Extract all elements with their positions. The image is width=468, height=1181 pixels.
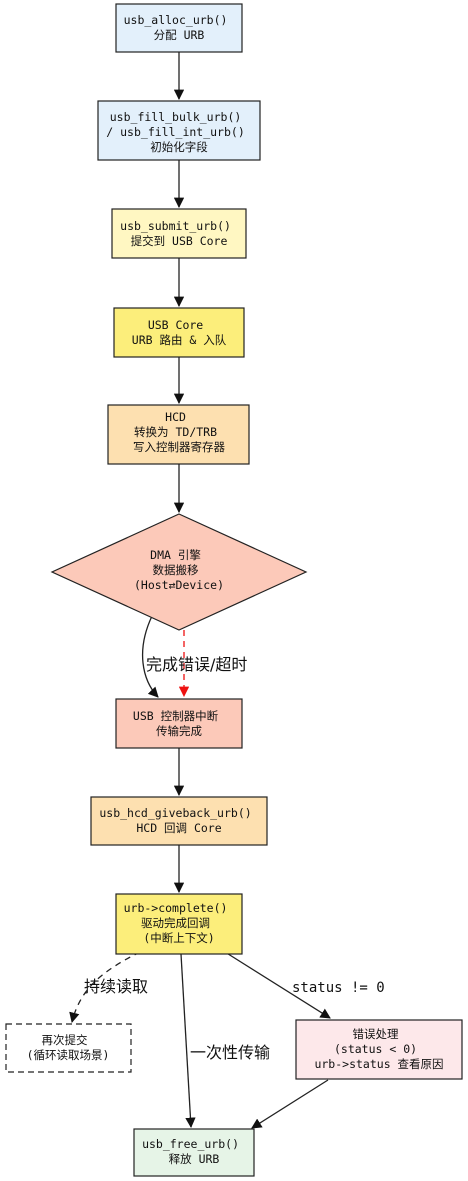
node-box: [115, 698, 243, 749]
node-line: 提交到 USB Core: [131, 234, 228, 248]
node-box: [5, 1023, 132, 1073]
svg-text:usb_free_urb() 释放 URB: usb_free_urb() 释放 URB: [142, 1137, 246, 1166]
node-line: / usb_fill_int_urb(): [106, 125, 244, 139]
node-line: URB 路由 & 入队: [132, 333, 227, 347]
node-line: (status < 0): [334, 1042, 417, 1056]
node-line: 转换为 TD/TRB: [134, 425, 217, 439]
node-line: usb_fill_bulk_urb(): [110, 110, 242, 124]
node-line: (循环读取场景): [27, 1048, 110, 1062]
svg-text:再次提交 (循环读取场景): 再次提交 (循环读取场景): [27, 1033, 110, 1062]
edge-complete-to-free: [180, 953, 196, 1129]
node-line: 写入控制器寄存器: [133, 440, 225, 454]
svg-text:错误处理 (status < 0): 错误处理 (status < 0) urb->status 查看原因: [314, 1027, 443, 1071]
node-resubmit: 再次提交 (循环读取场景): [5, 1023, 132, 1073]
edge-label-continue-read: 持续读取: [84, 977, 148, 996]
node-usb-core: USB Core URB 路由 & 入队: [113, 307, 245, 358]
svg-text:usb_alloc_urb() 分配 URB: usb_alloc_urb() 分配 URB: [124, 13, 235, 42]
node-line: usb_submit_urb(): [120, 219, 231, 233]
edge-dma-to-irq-success: [141, 615, 159, 698]
node-error-handling: 错误处理 (status < 0) urb->status 查看原因: [295, 1019, 463, 1080]
node-line: 释放 URB: [169, 1152, 220, 1166]
node-line: 数据搬移: [153, 563, 199, 577]
node-usb-free-urb: usb_free_urb() 释放 URB: [133, 1128, 255, 1177]
edge-label-one-shot: 一次性传输: [190, 1043, 270, 1062]
node-line: HCD 回调 Core: [136, 821, 221, 835]
node-line: 初始化字段: [150, 140, 208, 154]
node-line: urb->status 查看原因: [314, 1057, 443, 1071]
svg-text:DMA 引擎 数据搬移 (Host⇄: DMA 引擎 数据搬移 (Host⇄Device): [134, 548, 224, 592]
node-usb-hcd-giveback-urb: usb_hcd_giveback_urb() HCD 回调 Core: [90, 796, 268, 846]
edges: [69, 52, 331, 1129]
node-line: USB 控制器中断: [133, 709, 219, 723]
node-line: 错误处理: [353, 1027, 399, 1041]
node-usb-controller-interrupt: USB 控制器中断 传输完成: [115, 698, 243, 749]
svg-text:usb_fill_bulk_urb() / us: usb_fill_bulk_urb() / usb_fill_int_urb()…: [106, 110, 251, 154]
node-dma-engine: DMA 引擎 数据搬移 (Host⇄Device): [50, 513, 308, 631]
node-box: [90, 796, 268, 846]
node-box: [97, 100, 261, 161]
node-line: (中断上下文): [143, 931, 214, 945]
node-usb-alloc-urb: usb_alloc_urb() 分配 URB: [115, 3, 243, 53]
node-line: usb_hcd_giveback_urb(): [99, 806, 251, 820]
svg-text:urb->complete() 驱动完成回调: urb->complete() 驱动完成回调 (中断上下文): [124, 901, 235, 945]
node-box: [113, 307, 245, 358]
node-usb-submit-urb: usb_submit_urb() 提交到 USB Core: [111, 208, 247, 259]
node-line: 传输完成: [156, 724, 202, 738]
node-box: [107, 404, 250, 465]
edge-label-status-nonzero: status != 0: [292, 980, 385, 996]
node-line: (Host⇄Device): [134, 578, 224, 592]
svg-text:USB Core URB 路由 & 入队: USB Core URB 路由 & 入队: [132, 318, 227, 347]
node-line: 分配 URB: [154, 28, 205, 42]
node-line: 驱动完成回调: [141, 916, 210, 930]
node-box: [133, 1128, 255, 1177]
edge-complete-to-resubmit: [69, 951, 141, 1024]
node-line: HCD: [165, 410, 186, 424]
edge-complete-to-error: [224, 951, 331, 1019]
node-box: [111, 208, 247, 259]
svg-text:HCD 转换为 TD/TRB 写入控: HCD 转换为 TD/TRB 写入控制器寄存器: [133, 410, 225, 454]
node-line: usb_free_urb(): [142, 1137, 239, 1151]
svg-text:usb_hcd_giveback_urb() H: usb_hcd_giveback_urb() HCD 回调 Core: [99, 806, 258, 835]
node-hcd: HCD 转换为 TD/TRB 写入控制器寄存器: [107, 404, 250, 465]
svg-text:USB 控制器中断 传输完成: USB 控制器中断 传输完成: [133, 709, 225, 738]
node-urb-complete-callback: urb->complete() 驱动完成回调 (中断上下文): [115, 893, 243, 955]
node-line: urb->complete(): [124, 901, 228, 915]
svg-text:usb_submit_urb() 提交到 USB: usb_submit_urb() 提交到 USB Core: [120, 219, 238, 248]
edge-label-completion-error-timeout: 完成错误/超时: [146, 655, 247, 674]
edge-error-to-free: [251, 1079, 329, 1129]
node-box: [115, 3, 243, 53]
node-box: [115, 893, 243, 955]
node-usb-fill-urb: usb_fill_bulk_urb() / usb_fill_int_urb()…: [97, 100, 261, 161]
node-line: 再次提交: [42, 1033, 88, 1047]
node-line: usb_alloc_urb(): [124, 13, 228, 27]
node-line: USB Core: [148, 318, 203, 332]
decision-diamond: [50, 513, 308, 631]
node-box: [295, 1019, 463, 1080]
node-line: DMA 引擎: [150, 548, 201, 562]
